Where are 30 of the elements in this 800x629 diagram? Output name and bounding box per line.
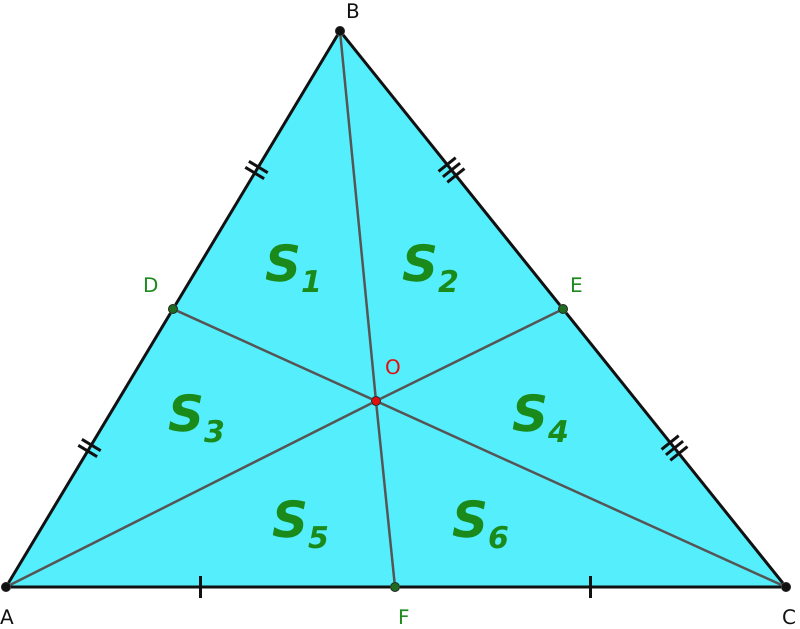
area-label: S$_{3}$ xyxy=(168,386,225,452)
median-line xyxy=(380,402,782,586)
area-label: S$_{4}$ xyxy=(512,386,569,452)
median-line xyxy=(375,406,396,582)
triangle-side xyxy=(400,586,781,588)
point-label: E xyxy=(570,274,583,296)
triangle-side xyxy=(11,586,390,588)
point-dot xyxy=(335,26,345,36)
point-label: O xyxy=(385,356,401,378)
point-dot xyxy=(168,304,178,314)
triangle-side xyxy=(7,312,172,584)
point-label: B xyxy=(346,0,360,22)
median-line xyxy=(10,402,372,586)
area-label: S$_{2}$ xyxy=(402,236,459,302)
point-dot xyxy=(781,582,791,592)
point-dot xyxy=(1,582,11,592)
triangle-side xyxy=(564,312,784,584)
median-line xyxy=(177,310,372,400)
point-label: C xyxy=(782,606,796,628)
area-label: S$_{1}$ xyxy=(265,236,322,302)
point-dot xyxy=(390,582,400,592)
point-label: F xyxy=(398,606,410,628)
area-label: S$_{5}$ xyxy=(272,492,329,558)
point-label: A xyxy=(0,606,14,628)
area-label: S$_{6}$ xyxy=(452,492,509,558)
median-line xyxy=(380,310,560,400)
point-label: D xyxy=(143,274,158,296)
median-line xyxy=(339,36,377,396)
triangle-side xyxy=(342,34,562,306)
triangle-side xyxy=(174,34,339,306)
